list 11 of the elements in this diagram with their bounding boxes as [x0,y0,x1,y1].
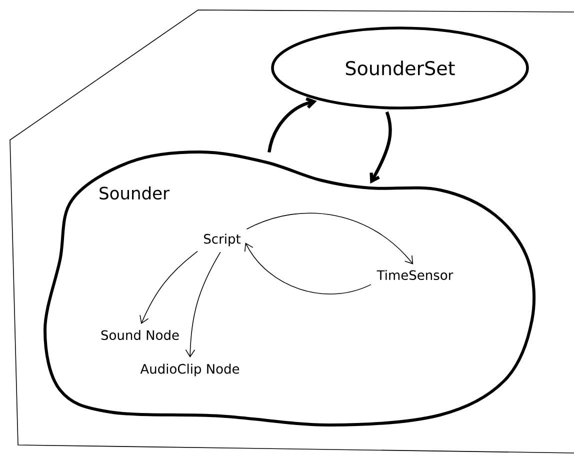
arrow [140,250,198,324]
node-label: Script [204,234,241,246]
node-label: AudioClip Node [140,364,240,376]
node-label: Sound Node [101,330,179,340]
arrow [268,97,317,153]
arrow [185,252,221,358]
arrow [244,242,372,294]
oval-node: SounderSet [271,26,529,110]
arrow [370,111,392,184]
arrow [246,212,414,264]
node-label: TimeSensor [376,270,454,280]
